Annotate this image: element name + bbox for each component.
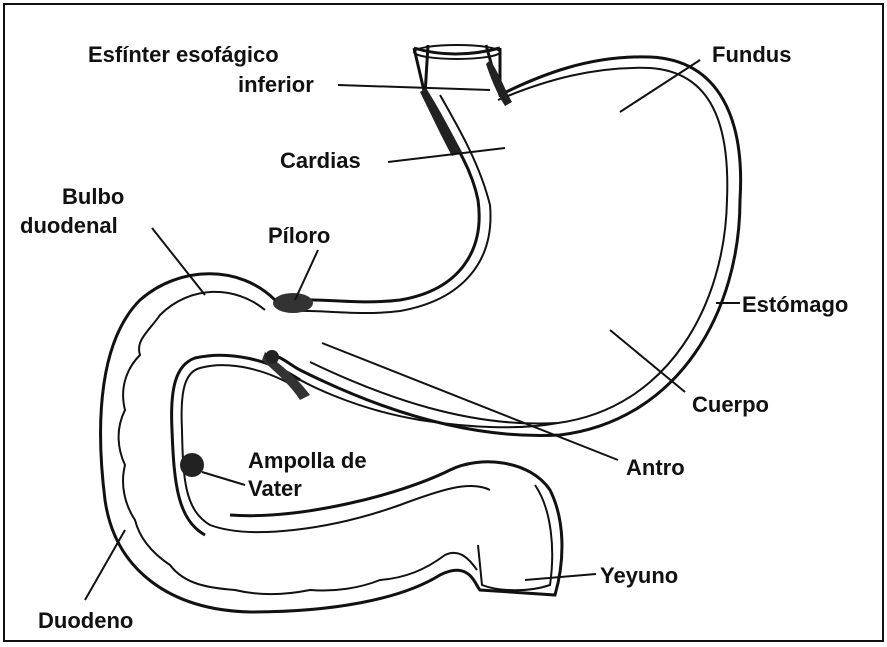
leader-cardias — [388, 148, 505, 162]
ampulla-of-vater — [180, 453, 204, 477]
pylorus-sphincter — [273, 293, 313, 313]
jejunum-loop — [478, 485, 552, 590]
label-antro: Antro — [626, 455, 685, 480]
label-piloro: Píloro — [268, 223, 330, 248]
leader-esfinter — [338, 85, 490, 90]
label-yeyuno: Yeyuno — [600, 563, 678, 588]
label-bulbo-line2: duodenal — [20, 213, 118, 238]
label-fundus: Fundus — [712, 42, 791, 67]
lesser-curvature-inner — [295, 95, 490, 313]
leader-duodeno — [85, 530, 125, 600]
label-estomago: Estómago — [742, 292, 848, 317]
label-ampolla-line1: Ampolla de — [248, 448, 367, 473]
label-bulbo-line1: Bulbo — [62, 184, 124, 209]
leader-ampolla — [202, 472, 245, 485]
label-esfinter-line1: Esfínter esofágico — [88, 42, 279, 67]
duodenum-outer-wall — [101, 274, 562, 612]
label-cardias: Cardias — [280, 148, 361, 173]
label-cuerpo: Cuerpo — [692, 392, 769, 417]
label-esfinter-line2: inferior — [238, 72, 314, 97]
label-ampolla-line2: Vater — [248, 476, 302, 501]
leader-antro — [322, 343, 618, 460]
leader-cuerpo — [610, 330, 685, 392]
stomach-inner-wall — [310, 68, 727, 424]
label-duodeno: Duodeno — [38, 608, 133, 633]
leader-piloro — [295, 250, 318, 300]
duodenum-concave-wall-inner — [172, 355, 300, 535]
duct-opening — [265, 350, 279, 364]
lesser-curvature — [290, 45, 479, 302]
